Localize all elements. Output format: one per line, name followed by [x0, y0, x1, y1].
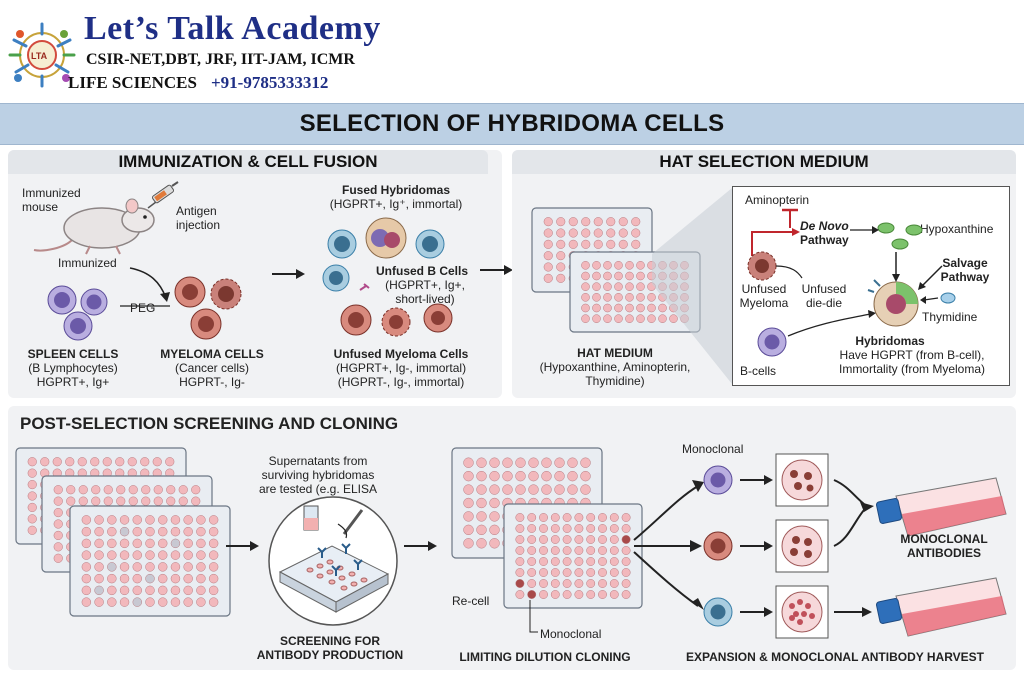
- expansion-diagram: [633, 453, 1007, 639]
- to-hat-arrow: [480, 265, 513, 275]
- hat-pathway-diagram: [747, 208, 956, 357]
- myeloma-sub: (Cancer cells) HGPRT-, Ig-: [174, 361, 249, 389]
- mouse-illustration: [33, 198, 155, 255]
- post-heading: POST-SELECTION SCREENING AND CLONING: [20, 414, 399, 433]
- unfused-die-label: Unfused die-die: [801, 282, 847, 310]
- brand-exams: CSIR-NET,DBT, JRF, IIT-JAM, ICMR: [86, 51, 355, 68]
- spleen-title: SPLEEN CELLS: [27, 347, 119, 361]
- syringe-icon: [147, 181, 179, 209]
- fusion-heading: IMMUNIZATION & CELL FUSION: [8, 150, 488, 174]
- recell-label: Re-cell: [452, 594, 490, 608]
- arrow-to-dilution: [404, 541, 437, 551]
- peg-label: PEG: [130, 301, 156, 315]
- immunized-label: Immunized: [58, 256, 117, 270]
- aminopterin-label: Aminopterin: [745, 193, 810, 207]
- logo-text: LTA: [31, 51, 48, 61]
- screening-label: SCREENING FOR ANTIBODY PRODUCTION: [256, 634, 404, 662]
- logo: LTA: [6, 20, 78, 90]
- hypoxanthine-label: Hypoxanthine: [920, 222, 994, 236]
- monoclonal-pointer-label: Monoclonal: [540, 627, 602, 641]
- page-title: SELECTION OF HYBRIDOMA CELLS: [299, 110, 725, 137]
- mouse-label: Immunized mouse: [22, 186, 81, 214]
- hybridomas-sub: Have HGPRT (from B-cell), Immortality (f…: [838, 348, 985, 376]
- logo-emblem-icon: [8, 22, 76, 88]
- pathway-label: Pathway: [800, 233, 849, 247]
- myeloma-title: MYELOMA CELLS: [160, 347, 264, 361]
- hat-medium-title: HAT MEDIUM: [577, 346, 653, 360]
- brand-subject: LIFE SCIENCES: [68, 73, 197, 92]
- unfused-b-sub: (HGPRT+, Ig+, short-lived): [385, 278, 465, 306]
- monoclonal-top-label: Monoclonal: [682, 442, 744, 456]
- screen-plate-3: [69, 505, 231, 617]
- brand-subject-line: LIFE SCIENCES +91-9785333312: [68, 73, 328, 93]
- screening-plates: [15, 447, 231, 617]
- unfused-myeloma-sub: (HGPRT+, Ig-, immortal) (HGPRT-, Ig-, im…: [335, 361, 467, 389]
- supernatant-text: Supernatants from surviving hybridomas a…: [258, 454, 378, 496]
- elisa-plate-icon: [268, 496, 398, 626]
- fusion-panel: [8, 150, 502, 398]
- fused-title: Fused Hybridomas: [341, 183, 451, 197]
- zoom-connector: [652, 188, 732, 384]
- monoclonal-pointer: [529, 600, 538, 633]
- antibodies-label: MONOCLONAL ANTIBODIES: [900, 532, 988, 560]
- brand-name: Let’s Talk Academy: [84, 10, 381, 47]
- brand-phone: +91-9785333312: [210, 73, 329, 92]
- de-novo-label: De Novo: [800, 219, 849, 233]
- spleen-sub: (B Lymphocytes) HGPRT+, Ig+: [28, 361, 118, 389]
- limiting-label: LIMITING DILUTION CLONING: [459, 650, 631, 664]
- spleen-cells: [47, 285, 108, 341]
- myeloma-cells: [174, 276, 242, 340]
- hat-heading: HAT SELECTION MEDIUM: [512, 150, 1016, 174]
- fused-sub: (HGPRT+, Ig⁺, immortal): [329, 197, 463, 211]
- unfused-b-title: Unfused B Cells: [376, 264, 469, 278]
- salvage-label: Salvage Pathway: [940, 256, 990, 284]
- unfused-myeloma-title: Unfused Myeloma Cells: [333, 347, 469, 361]
- hybridomas-title: Hybridomas: [855, 334, 925, 348]
- immunized-arrow: [120, 267, 170, 307]
- thymidine-label: Thymidine: [922, 310, 978, 324]
- dilution-plates: [451, 447, 643, 609]
- title-banner: [0, 103, 1024, 145]
- harvest-label: EXPANSION & MONOCLONAL ANTIBODY HARVEST: [685, 650, 985, 664]
- unfused-myeloma-label: Unfused Myeloma: [739, 282, 789, 310]
- arrow-to-screen: [226, 541, 259, 551]
- fusion-arrow: [272, 269, 305, 279]
- antigen-label: Antigen injection: [176, 204, 221, 232]
- dilution-plate-front: [503, 503, 643, 609]
- fused-hybridoma-cells: [322, 217, 453, 337]
- hat-medium-sub: (Hypoxanthine, Aminopterin, Thymidine): [539, 360, 691, 388]
- b-cells-label: B-cells: [740, 364, 777, 378]
